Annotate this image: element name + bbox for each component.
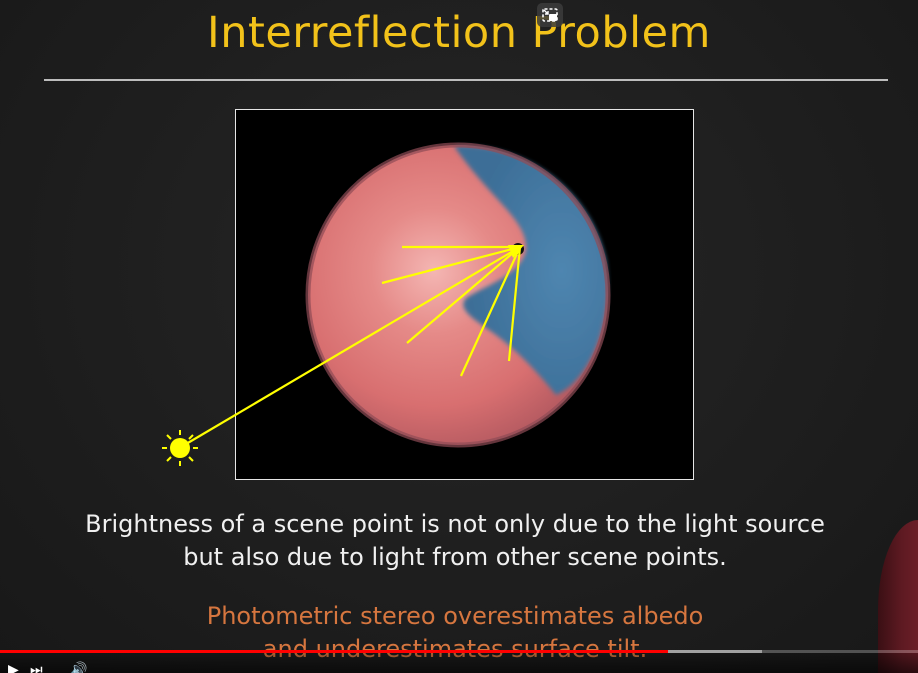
reflected-rays [180, 245, 522, 448]
caption-line-2: but also due to light from other scene p… [183, 543, 727, 571]
slide-title: Interreflection Problem [207, 8, 711, 58]
player-controls: ▶ ⏭ 🔊 [0, 653, 918, 673]
progress-played [0, 650, 669, 653]
progress-bar[interactable] [0, 650, 918, 653]
play-icon[interactable]: ▶ [8, 662, 19, 673]
next-icon[interactable]: ⏭ [30, 662, 43, 673]
note-line-1: Photometric stereo overestimates albedo [206, 602, 704, 630]
ray-arrowhead [508, 245, 524, 258]
slide-caption: Brightness of a scene point is not only … [0, 508, 910, 574]
picture-in-picture-button[interactable] [537, 3, 563, 27]
concave-bowl-image [305, 142, 611, 448]
caption-line-1: Brightness of a scene point is not only … [85, 510, 825, 538]
volume-icon[interactable]: 🔊 [70, 662, 88, 673]
title-divider [44, 79, 888, 81]
bowl-shadow-region [454, 145, 608, 395]
picture-in-picture-icon [542, 8, 558, 22]
sun-icon [162, 430, 198, 466]
